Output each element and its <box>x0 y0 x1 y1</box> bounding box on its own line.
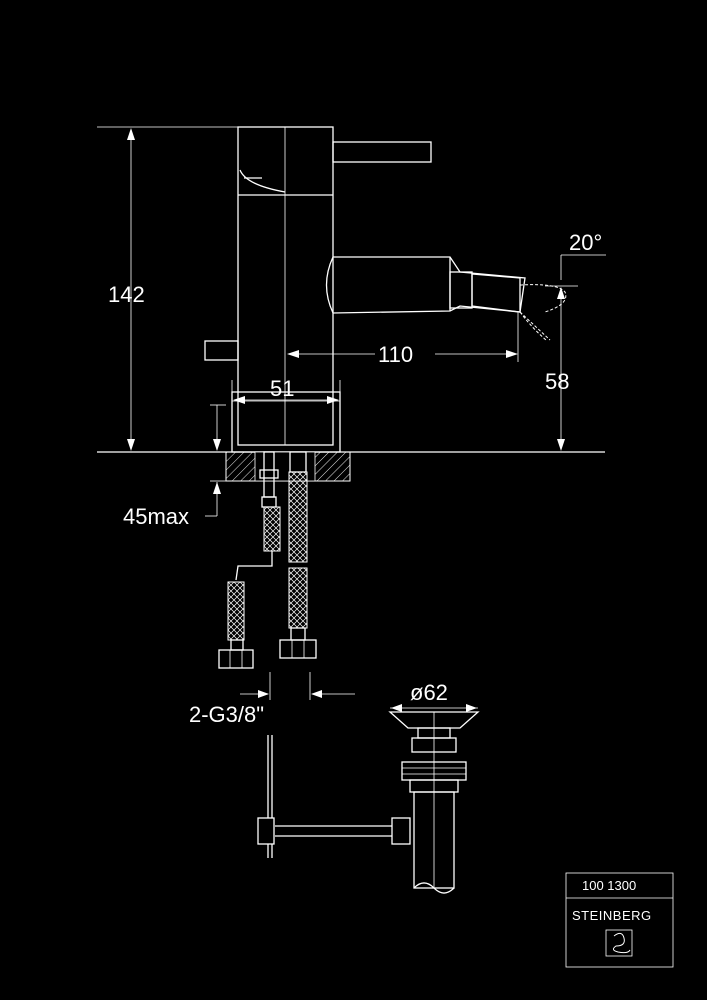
label-connection: 2-G3/8" <box>189 702 264 727</box>
dimension-waste <box>390 704 478 712</box>
dimension-reach <box>287 312 519 362</box>
label-waste: ø62 <box>410 680 448 705</box>
label-height: 142 <box>108 282 145 307</box>
dimension-height <box>97 126 238 451</box>
hose-left <box>218 506 281 669</box>
label-body-width: 51 <box>270 376 294 401</box>
waste-assembly <box>257 711 480 894</box>
threaded-rod <box>259 451 279 508</box>
label-deck: 45max <box>123 504 189 529</box>
label-angle: 20° <box>569 230 602 255</box>
counter-surface <box>97 451 605 482</box>
hose-right <box>279 451 317 659</box>
spray-nozzle <box>519 284 567 341</box>
badge-brand: STEINBERG <box>572 908 652 923</box>
dimension-body-width <box>231 380 341 404</box>
dimension-angle <box>560 254 606 280</box>
dimension-deck <box>205 404 226 517</box>
lever-handle <box>332 141 432 163</box>
label-reach: 110 <box>378 342 413 367</box>
dimension-spout-height <box>545 285 578 451</box>
spout <box>325 256 526 314</box>
label-spout-height: 58 <box>545 369 569 394</box>
base-flange <box>231 391 341 453</box>
pop-up-rod <box>204 340 239 361</box>
brand-logo-icon <box>605 929 633 957</box>
dimension-connection <box>240 672 355 700</box>
product-badge: 100 1300 STEINBERG <box>565 872 674 968</box>
badge-code: 100 1300 <box>582 878 636 893</box>
